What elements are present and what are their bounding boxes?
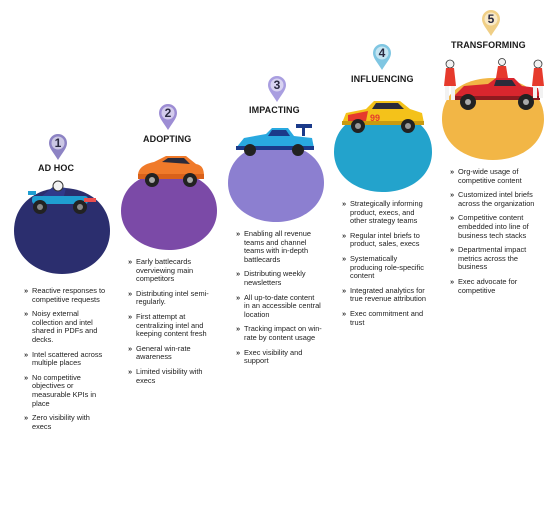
- list-item: Competitive content embedded into line o…: [450, 214, 540, 240]
- go-kart-icon: [28, 180, 96, 214]
- list-item: Zero visibility with execs: [24, 413, 110, 431]
- stage-number: 4: [378, 46, 386, 60]
- list-item: Departmental impact metrics across the b…: [450, 245, 540, 272]
- list-item: Intel scattered across multiple places: [24, 350, 110, 368]
- map-pin-icon: [482, 10, 500, 36]
- stage-number-pin: 4: [372, 44, 392, 71]
- list-item: Exec advocate for competitive: [450, 277, 540, 295]
- map-pin-icon: [268, 76, 286, 102]
- stage-points: Early battlecards overviewing main compe…: [128, 257, 214, 391]
- stage-number: 3: [273, 78, 281, 92]
- list-item: Distributing intel semi-regularly.: [128, 289, 214, 307]
- orange-car-icon: [138, 156, 204, 187]
- stage-dome: [121, 172, 217, 250]
- list-item: Exec commitment and trust: [342, 309, 428, 327]
- race-car-icon: [236, 124, 314, 156]
- stage-points: Enabling all revenue teams and channel t…: [236, 229, 322, 372]
- svg-text:99: 99: [370, 113, 380, 123]
- list-item: Enabling all revenue teams and channel t…: [236, 229, 322, 264]
- list-item: Tracking impact on win-rate by content u…: [236, 324, 322, 342]
- list-item: Distributing weekly newsletters: [236, 270, 322, 287]
- stage-number-pin: 5: [481, 10, 501, 37]
- stage-number: 1: [54, 136, 62, 150]
- stage-title: IMPACTING: [249, 105, 300, 115]
- list-item: Noisy external collection and intel shar…: [24, 309, 110, 344]
- list-item: Strategically informing product, execs, …: [342, 199, 428, 226]
- map-pin-icon: [159, 104, 177, 130]
- stage-number: 5: [487, 12, 495, 26]
- stage-dome: [228, 144, 324, 222]
- list-item: Exec visibility and support: [236, 348, 322, 366]
- stage-points: Reactive responses to competitive reques…: [24, 286, 110, 437]
- stage-title: ADOPTING: [143, 134, 192, 144]
- list-item: First attempt at centralizing intel and …: [128, 312, 214, 339]
- list-item: Limited visibility with execs: [128, 367, 214, 385]
- list-item: Org-wide usage of competitive content: [450, 167, 540, 185]
- list-item: Reactive responses to competitive reques…: [24, 286, 110, 304]
- stage-points: Org-wide usage of competitive content Cu…: [450, 167, 540, 301]
- stage-number: 2: [164, 106, 172, 120]
- map-pin-icon: [373, 44, 391, 70]
- stage-number-pin: 1: [48, 134, 68, 161]
- list-item: Integrated analytics for true revenue at…: [342, 286, 428, 304]
- list-item: Systematically producing role-specific c…: [342, 254, 428, 281]
- list-item: Early battlecards overviewing main compe…: [128, 257, 214, 284]
- stage-title: TRANSFORMING: [451, 40, 526, 50]
- list-item: Customized intel briefs across the organ…: [450, 190, 540, 208]
- stage-number-pin: 2: [158, 104, 178, 131]
- list-item: All up-to-date content in an accessible …: [236, 293, 322, 320]
- list-item: General win-rate awareness: [128, 344, 214, 362]
- stage-points: Strategically informing product, execs, …: [342, 199, 428, 333]
- map-pin-icon: [49, 134, 67, 160]
- stage-title: AD HOC: [38, 163, 75, 173]
- stock-car-icon: 99: [342, 101, 424, 133]
- stage-title: INFLUENCING: [351, 74, 414, 84]
- pit-crew-icon: [444, 58, 544, 110]
- list-item: No competitive objectives or measurable …: [24, 373, 110, 408]
- stage-number-pin: 3: [267, 76, 287, 103]
- list-item: Regular intel briefs to product, sales, …: [342, 231, 428, 249]
